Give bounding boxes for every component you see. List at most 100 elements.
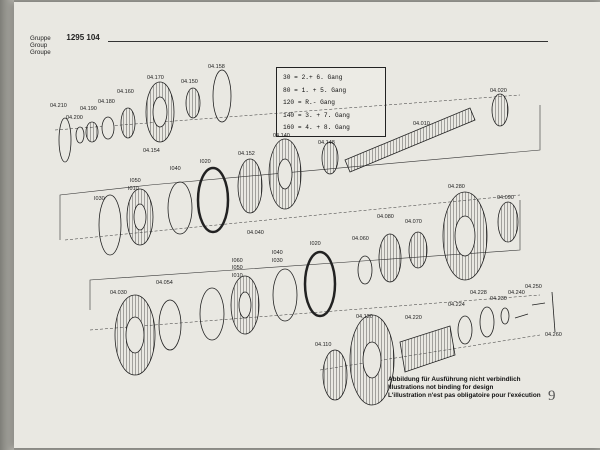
sync-hub-04154-bore [133,203,147,231]
sleeve-I020-r3-outer [303,250,337,318]
nut-04230 [500,307,510,325]
label-04020: 04.020 [490,88,507,94]
label-04160: 04.160 [117,89,134,95]
legend-line: 120 = R.- Gang [283,99,335,106]
part-labels: 04.210 04.200 04.190 04.180 04.160 04.17… [50,64,562,348]
bearing-04150 [185,87,201,119]
ring-04158 [212,69,232,123]
gear-04030-hub [125,316,145,354]
caption-fr: L'illustration n'est pas obligatoire pou… [388,392,541,400]
label-04250: 04.250 [525,284,542,290]
bearing-04148 [321,141,339,175]
legend-line: 140 = 3. + 7. Gang [283,111,350,119]
main-shaft-04010 [344,107,476,173]
label-I010: I010 [128,186,139,192]
label-04280: 04.280 [448,184,465,190]
legend-line: 30 = 2.+ 6. Gang [283,74,343,81]
legend-line: 80 = 1. + 5. Gang [283,86,347,94]
label-04120: 04.120 [356,314,373,320]
label-04152: 04.152 [238,151,255,157]
legend-line: 160 = 4. + 8. Gang [283,124,350,131]
label-I040: I040 [170,166,181,172]
label-04010: 04.010 [413,121,430,127]
label-04210: 04.210 [50,103,67,109]
shaft-04220 [399,325,456,373]
gear-legend-box: 30 = 2.+ 6. Gang 80 = 1. + 5. Gang 120 =… [276,67,386,137]
label-I040-r3: I040 [272,250,283,256]
bearing-04160 [120,107,136,139]
washer-04224 [457,315,473,345]
bolt-04250 [531,302,546,306]
label-04040: 04.040 [247,230,264,236]
gear-04140-hub [277,158,293,190]
gear-04120-hub [362,341,382,379]
sleeve-I020 [167,181,193,235]
label-04220: 04.220 [405,315,422,321]
bearing-04080 [408,231,428,269]
snap-ring-04060 [357,255,373,285]
gear-04280-hub [454,215,476,257]
label-04154: 04.154 [143,148,160,154]
label-I010-r3: I010 [232,273,243,279]
page-number: 9 [548,388,556,404]
sleeve-I020-outer [196,166,230,234]
bracket-lines [59,105,541,310]
label-I050: I050 [130,178,141,184]
ring-04180 [101,116,115,140]
gear-04152 [237,158,263,214]
bearing-04110 [322,349,348,401]
label-04140: 04.140 [273,133,290,139]
label-I030: I030 [94,196,105,202]
group-label-de: Gruppe [30,35,51,42]
label-I020: I020 [200,159,211,165]
label-04224: 04.224 [448,302,465,308]
header-rule [108,41,548,42]
snap-ring-04210 [58,117,72,163]
label-I030-r3b: I030 [272,258,283,264]
sync-hub-I010-bore [238,291,252,319]
label-04030: 04.030 [110,290,127,296]
bearing-04020 [491,93,509,127]
sync-ring-I030 [98,194,122,256]
caption-de: Abbildung für Ausführung nicht verbindli… [388,376,521,383]
ring-04054 [158,299,182,351]
label-04110: 04.110 [315,342,331,348]
sleeve-I020-r3 [272,268,298,322]
group-label-en: Group [30,42,48,49]
disclaimer-caption: Abbildung für Ausführung nicht verbindli… [388,376,541,401]
label-04054: 04.054 [156,280,173,286]
label-04190: 04.190 [80,106,97,112]
label-04090: 04.090 [497,195,514,201]
gear-04090 [497,201,519,243]
sync-ring-I030-r3 [199,287,225,341]
group-label-fr: Groupe [30,49,51,56]
ring-04228 [479,306,495,338]
caption-en: Illustrations not binding for design [388,384,494,392]
bolt-04240 [514,313,529,319]
label-04228: 04.228 [470,290,487,296]
gear-04170-hub [152,96,168,128]
label-04240: 04.240 [508,290,525,296]
book-spine [0,0,14,450]
label-I060-r3: I060 [232,258,243,264]
label-04060: 04.060 [352,236,369,242]
label-04148: 04.148 [318,140,335,146]
pin-04260 [551,291,556,333]
label-04150: 04.150 [181,79,198,85]
label-04260: 04.260 [545,332,562,338]
label-04180: 04.180 [98,99,115,105]
gear-04070 [378,233,402,283]
washer-04200 [75,126,85,144]
label-I050-r3: I050 [232,265,243,271]
label-04200: 04.200 [66,115,83,121]
label-04230: 04.230 [490,296,507,302]
group-header: Gruppe 1295 104 Group Groupe [30,33,100,57]
label-04170: 04.170 [147,75,164,81]
label-04070: 04.070 [405,219,422,225]
label-I020-r3: I020 [310,241,321,247]
bearing-04190 [85,121,99,143]
group-number: 1295 104 [66,33,100,42]
label-04158: 04.158 [208,64,225,70]
label-04080: 04.080 [377,214,394,220]
